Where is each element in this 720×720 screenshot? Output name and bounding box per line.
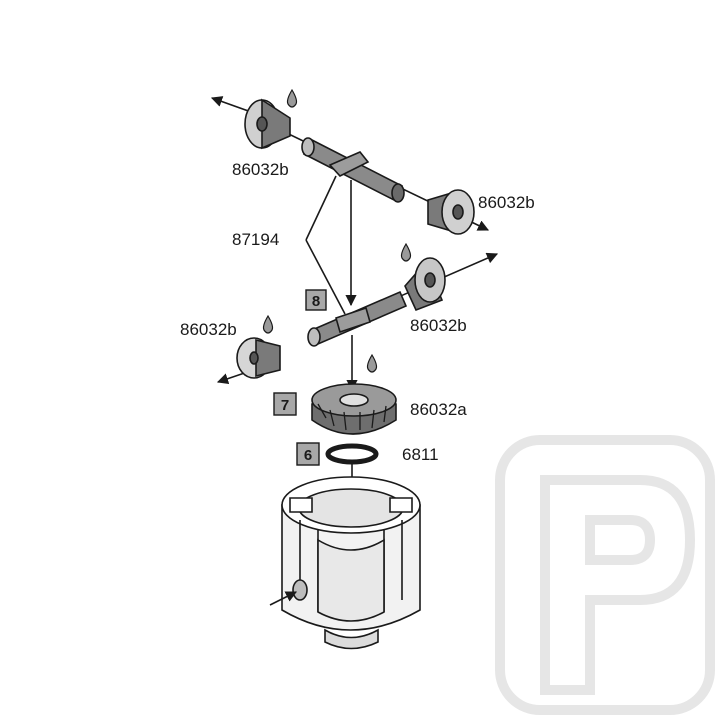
arrow-housing-pin xyxy=(269,591,298,606)
label-gear-mid-left: 86032b xyxy=(180,320,237,339)
washer xyxy=(325,443,379,465)
cross-shaft-top xyxy=(301,137,405,203)
oil-drop-icon-4 xyxy=(366,353,378,373)
watermark-logo xyxy=(495,435,715,715)
middle-shaft-assembly xyxy=(216,242,499,385)
label-washer: 6811 xyxy=(402,445,439,464)
step-badge-7 xyxy=(273,392,297,416)
cross-shaft-middle xyxy=(307,290,408,347)
differential-housing xyxy=(281,476,421,650)
pinion-mid-left xyxy=(236,337,281,379)
top-shaft-assembly xyxy=(210,88,490,235)
crown-gear xyxy=(311,383,397,435)
label-gear-top-right: 86032b xyxy=(478,193,535,212)
leader-shaft-top xyxy=(305,175,337,241)
step-badge-6 xyxy=(296,442,320,466)
label-gear-mid-right: 86032b xyxy=(410,316,467,335)
leader-shaft-bottom xyxy=(305,239,346,315)
pinion-top-left xyxy=(244,98,291,150)
pinion-mid-right xyxy=(404,257,446,312)
label-gear-top-left: 86032b xyxy=(232,160,289,179)
step-number-7: 7 xyxy=(281,397,289,414)
label-shaft: 87194 xyxy=(232,230,279,249)
oil-drop-icon-3 xyxy=(262,314,274,334)
pinion-top-right xyxy=(427,189,475,235)
label-crown-gear: 86032a xyxy=(410,400,467,419)
step-number-6: 6 xyxy=(304,447,312,464)
step-number-8: 8 xyxy=(312,293,320,310)
oil-drop-icon xyxy=(286,88,298,108)
oil-drop-icon-2 xyxy=(400,242,412,262)
step-badge-8 xyxy=(305,289,327,311)
